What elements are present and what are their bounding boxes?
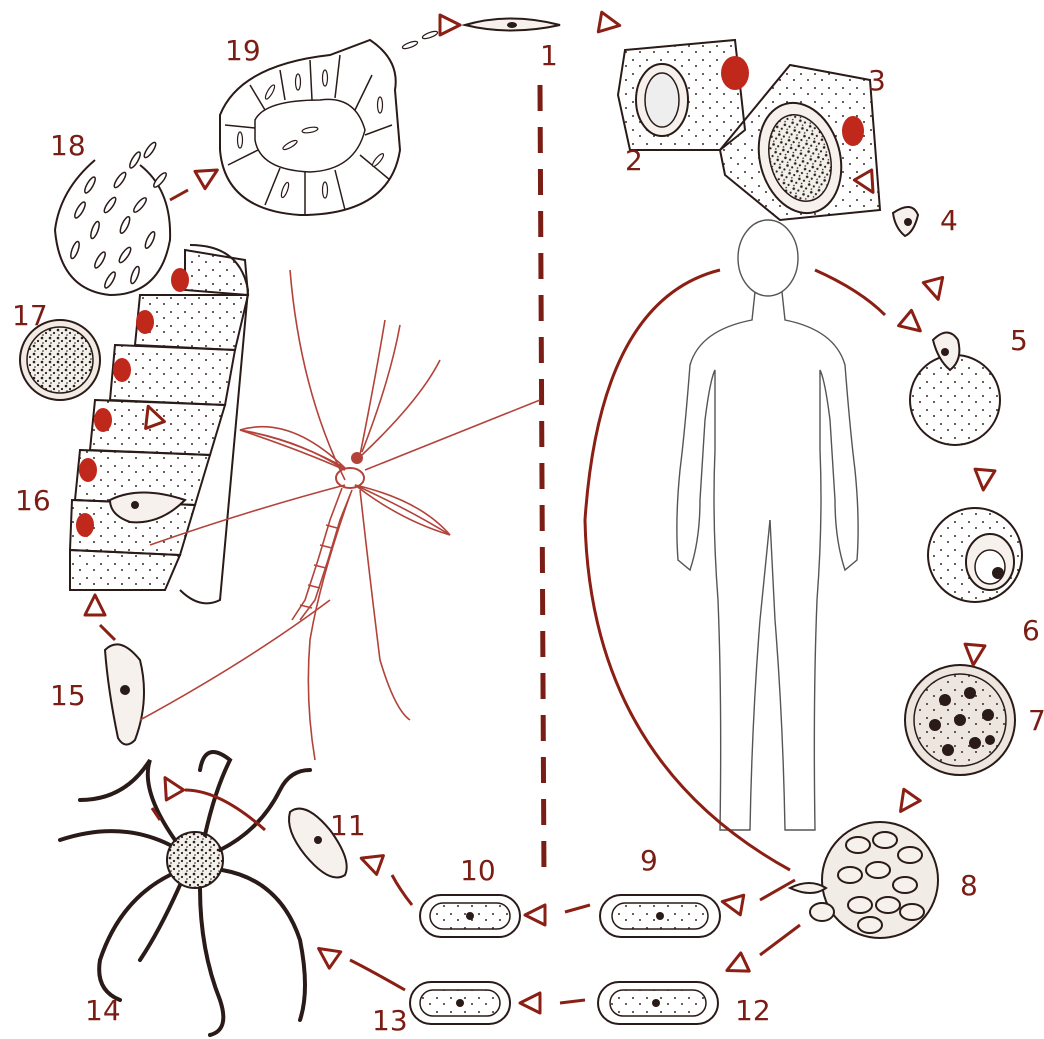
stage-4-merozoite bbox=[893, 207, 918, 236]
label-7: 7 bbox=[1028, 704, 1044, 737]
stage-18-rupturing-oocyst bbox=[55, 141, 170, 295]
human-liver-arc bbox=[815, 270, 885, 315]
label-13: 13 bbox=[372, 1004, 408, 1037]
stage-5-red-blood-cell-invasion bbox=[910, 333, 1000, 446]
label-18: 18 bbox=[50, 129, 86, 162]
stage-10-gametocyte bbox=[420, 895, 520, 937]
stage-8-schizont-rupture bbox=[790, 822, 938, 938]
stage-13-gametocyte bbox=[410, 982, 510, 1024]
label-5: 5 bbox=[1010, 324, 1028, 357]
label-3: 3 bbox=[868, 64, 886, 97]
label-6: 6 bbox=[1022, 614, 1040, 647]
label-10: 10 bbox=[460, 854, 496, 887]
label-16: 16 bbox=[15, 484, 51, 517]
arrow-shaft-8-12 bbox=[760, 925, 800, 955]
label-14: 14 bbox=[85, 994, 121, 1027]
stage-1-sporozoite bbox=[465, 19, 560, 31]
stage-9-gametocyte bbox=[600, 895, 720, 937]
stage-14-exflagellation bbox=[60, 752, 310, 1035]
label-2: 2 bbox=[625, 144, 643, 177]
human-blood-arc bbox=[585, 270, 790, 870]
arrow-shaft-13-14 bbox=[350, 960, 405, 990]
label-17: 17 bbox=[12, 299, 48, 332]
arrow-shaft-12-13 bbox=[560, 1000, 585, 1003]
stage-2-liver-cell bbox=[618, 40, 749, 150]
arrow-shaft-10-11 bbox=[392, 875, 412, 905]
arrow-shaft-11-15 bbox=[185, 790, 265, 830]
stage-7-schizont bbox=[905, 665, 1015, 775]
label-4: 4 bbox=[940, 204, 958, 237]
stage-6-ring-stage bbox=[928, 508, 1022, 602]
stage-15-ookinete bbox=[105, 644, 144, 744]
label-19: 19 bbox=[225, 34, 261, 67]
label-15: 15 bbox=[50, 679, 86, 712]
label-9: 9 bbox=[640, 844, 658, 877]
label-12: 12 bbox=[735, 994, 771, 1027]
stage-12-gametocyte bbox=[598, 982, 718, 1024]
stage-17-oocyst bbox=[20, 320, 100, 400]
arrow-shaft-8-9 bbox=[760, 880, 795, 900]
arrow-shaft-15-16 bbox=[100, 625, 115, 640]
divider-line bbox=[540, 85, 544, 880]
human-figure bbox=[677, 220, 858, 830]
arrow-shaft-18-19 bbox=[170, 190, 188, 200]
arrow-shaft-9-10 bbox=[565, 905, 590, 912]
label-8: 8 bbox=[960, 869, 978, 902]
label-1: 1 bbox=[540, 39, 558, 72]
stage-3-liver-schizont bbox=[720, 65, 880, 222]
label-11: 11 bbox=[330, 809, 366, 842]
